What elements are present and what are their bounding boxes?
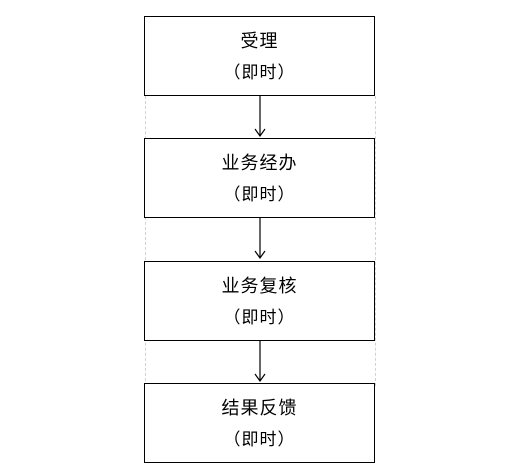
step-timing: （即时） [223,185,296,205]
down-arrow-icon [254,96,266,138]
step-title: 业务经办 [221,153,298,174]
step-timing: （即时） [223,308,296,328]
down-arrow-icon [254,341,266,383]
step-review-box: 业务复核 （即时） [144,261,375,341]
step-title: 结果反馈 [221,398,298,419]
step-feedback-box: 结果反馈 （即时） [144,383,375,463]
step-title: 受理 [240,31,279,52]
down-arrow-icon [254,218,266,260]
dashed-guide-left [145,96,146,386]
step-timing: （即时） [223,430,296,450]
step-accept-box: 受理 （即时） [144,16,375,96]
dashed-guide-right [375,96,376,386]
step-title: 业务复核 [221,276,298,297]
step-handling-box: 业务经办 （即时） [144,138,375,218]
step-timing: （即时） [223,63,296,83]
